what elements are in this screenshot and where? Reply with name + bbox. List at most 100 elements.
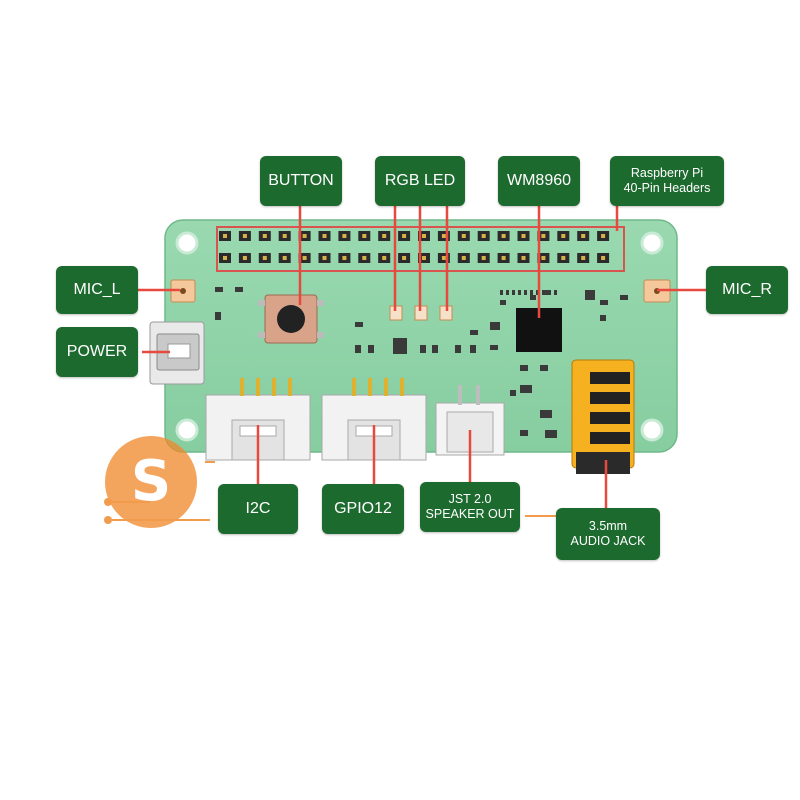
header-pin-tip xyxy=(402,234,407,238)
smd-part xyxy=(520,385,532,393)
smd-part xyxy=(600,300,608,305)
smd-part xyxy=(355,345,361,353)
smd-part xyxy=(455,345,461,353)
label-audio-jack-line1: 3.5mm xyxy=(588,519,628,533)
header-pin-tip xyxy=(302,256,307,260)
label-jst-speaker-out: JST 2.0 SPEAKER OUT xyxy=(420,482,520,532)
smd-part xyxy=(520,365,528,371)
label-rgb-led: RGB LED xyxy=(375,156,465,206)
svg-text:S: S xyxy=(131,449,171,514)
smd-part xyxy=(490,322,500,330)
leader-lines xyxy=(136,205,708,512)
header-pin-tip xyxy=(402,256,407,260)
label-wm8960: WM8960 xyxy=(498,156,580,206)
header-pin-tip xyxy=(541,256,546,260)
smd-part xyxy=(530,290,533,295)
smd-part xyxy=(393,338,407,354)
header-pin-tip xyxy=(382,234,387,238)
smd-part xyxy=(518,290,521,295)
rgb-leds xyxy=(389,305,453,321)
header-pin-tip xyxy=(422,256,426,260)
smd-part xyxy=(524,290,527,295)
smd-part xyxy=(600,315,606,321)
header-pin-tip xyxy=(223,234,227,238)
header-pin-tip xyxy=(461,256,466,260)
smd-part xyxy=(548,290,551,295)
mounting-hole xyxy=(640,418,664,442)
smd-part xyxy=(545,430,557,438)
header-pin-tip xyxy=(262,256,267,260)
header-pin-tip xyxy=(581,256,586,260)
header-pin-tip xyxy=(322,234,327,238)
smd-part xyxy=(235,287,243,292)
smd-part xyxy=(215,287,223,292)
smd-part xyxy=(536,290,539,295)
label-button: BUTTON xyxy=(260,156,342,206)
smd-part xyxy=(620,295,628,300)
label-gpio12: GPIO12 xyxy=(322,484,404,534)
smd-part xyxy=(554,290,557,295)
audio-jack xyxy=(571,359,635,474)
header-pin-tip xyxy=(242,234,247,238)
smd-part xyxy=(470,330,478,335)
gpio-header xyxy=(216,226,625,272)
label-i2c: I2C xyxy=(218,484,298,534)
label-audio-jack-line2: AUDIO JACK xyxy=(570,534,646,548)
header-pin-tip xyxy=(561,234,566,238)
label-rpi-headers-line2: 40-Pin Headers xyxy=(623,181,711,195)
smd-part xyxy=(355,322,363,327)
header-pin-tip xyxy=(441,234,446,238)
header-pin-tip xyxy=(302,234,307,238)
header-pin-tip xyxy=(601,256,606,260)
smd-part xyxy=(540,410,552,418)
mounting-hole xyxy=(640,231,664,255)
header-pin-tip xyxy=(501,234,506,238)
smd-part xyxy=(490,345,498,350)
header-pin-tip xyxy=(342,256,347,260)
header-pin-tip xyxy=(242,256,247,260)
smd-part xyxy=(432,345,438,353)
smd-part xyxy=(510,390,516,396)
smd-part xyxy=(500,300,506,305)
smd-part xyxy=(368,345,374,353)
header-pin-tip xyxy=(342,234,347,238)
smd-part xyxy=(542,290,545,295)
label-jst-line1: JST 2.0 xyxy=(448,492,492,506)
smd-part xyxy=(520,430,528,436)
smd-part xyxy=(530,295,536,300)
header-pin-tip xyxy=(501,256,506,260)
mounting-hole xyxy=(175,418,199,442)
header-pin-tip xyxy=(461,234,466,238)
label-audio-jack: 3.5mm AUDIO JACK xyxy=(556,508,660,560)
smd-part xyxy=(506,290,509,295)
smd-part xyxy=(512,290,515,295)
header-pin-tip xyxy=(481,234,486,238)
header-pin-tip xyxy=(382,256,387,260)
push-button-component xyxy=(258,294,324,344)
label-mic-l: MIC_L xyxy=(56,266,138,314)
mounting-hole xyxy=(175,231,199,255)
header-pin-tip xyxy=(322,256,327,260)
label-power: POWER xyxy=(56,327,138,377)
header-pin-tip xyxy=(561,256,566,260)
smd-components xyxy=(215,287,628,438)
header-pin-tip xyxy=(601,234,606,238)
smd-part xyxy=(500,290,503,295)
header-pin-tip xyxy=(581,234,586,238)
header-pin-tip xyxy=(362,234,367,238)
header-pin-tip xyxy=(282,256,287,260)
header-pin-tip xyxy=(262,234,267,238)
smd-part xyxy=(540,365,548,371)
label-rpi-headers: Raspberry Pi 40-Pin Headers xyxy=(610,156,724,206)
label-rpi-headers-line1: Raspberry Pi xyxy=(630,166,704,180)
smd-part xyxy=(215,312,221,320)
header-pin-tip xyxy=(422,234,426,238)
watermark-logo: S xyxy=(104,436,560,528)
label-jst-line2: SPEAKER OUT xyxy=(425,507,515,521)
header-pin-tip xyxy=(481,256,486,260)
header-pin-tip xyxy=(521,256,526,260)
label-mic-r: MIC_R xyxy=(706,266,788,314)
header-pin-tip xyxy=(282,234,287,238)
